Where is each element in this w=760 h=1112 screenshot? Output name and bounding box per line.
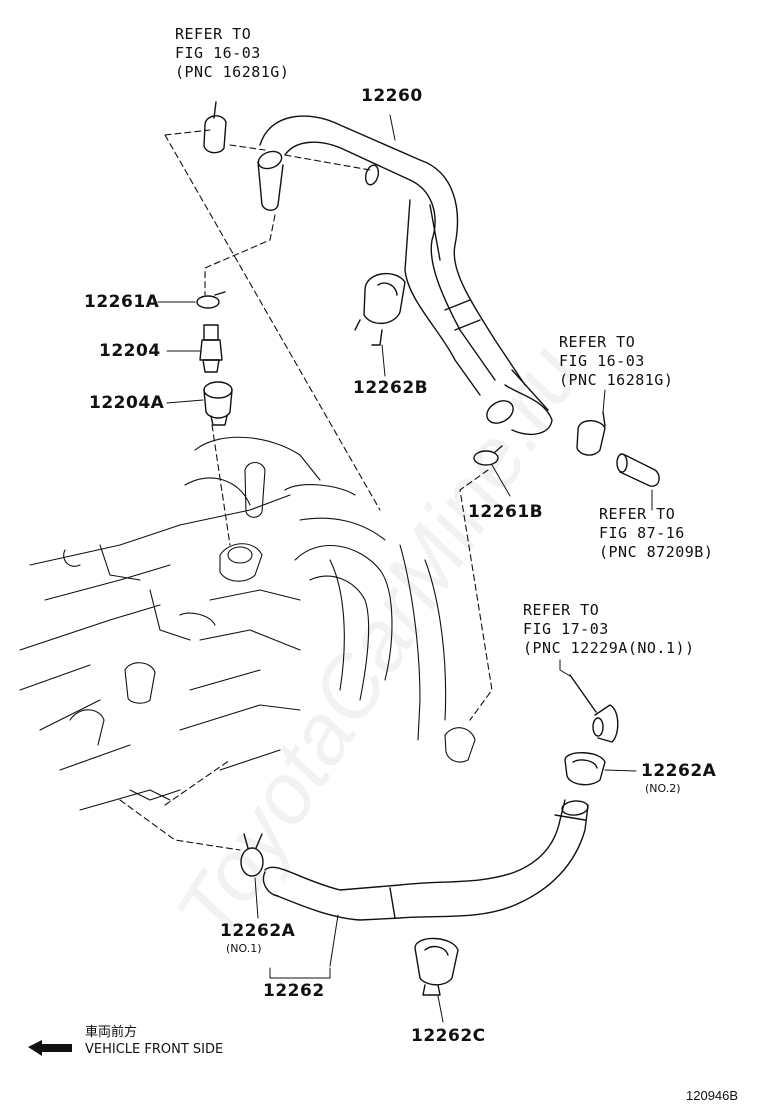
hose-12260 (257, 115, 553, 436)
clip-12262a-no2 (564, 752, 606, 786)
part-label-12262a-no2[interactable]: 12262A (641, 761, 717, 781)
engine-block (19, 436, 476, 811)
part-label-12262c[interactable]: 12262C (411, 1026, 486, 1046)
part-label-12262[interactable]: 12262 (263, 981, 325, 1001)
ref-fig-17-03-line3: (PNC 12229A(NO.1)) (523, 639, 695, 657)
ref-fig-16-03-right-line2: FIG 16-03 (559, 352, 645, 370)
leader-lines (157, 114, 653, 1023)
pcv-valve-12204 (199, 324, 223, 373)
clip-12261b (473, 445, 503, 466)
vehicle-front-en: VEHICLE FRONT SIDE (85, 1042, 224, 1057)
clip-12261a (196, 291, 226, 309)
part-label-12262b[interactable]: 12262B (353, 378, 429, 398)
ref-fig-87-16-line2: FIG 87-16 (599, 524, 685, 542)
vehicle-front-jp: 車両前方 (85, 1025, 138, 1040)
phantom-lines (119, 129, 493, 851)
ref-fig-87-16-line1: REFER TO (599, 505, 676, 523)
part-label-12261a[interactable]: 12261A (84, 292, 160, 312)
ref-fig-16-03-right-line1: REFER TO (559, 333, 636, 351)
note-no1: (NO.1) (226, 942, 262, 955)
ref-fig-16-03-top-line3: (PNC 16281G) (175, 63, 290, 81)
hose-12262 (262, 799, 589, 921)
ref-fig-87-16-line3: (PNC 87209B) (599, 543, 714, 561)
ref-fig-16-03-right-line3: (PNC 16281G) (559, 371, 674, 389)
clip-12262b (354, 272, 406, 346)
clip-16281g-upper (203, 101, 227, 154)
grommet-12204a (203, 381, 233, 426)
ref-fig-16-03-top-line2: FIG 16-03 (175, 44, 261, 62)
part-label-12260[interactable]: 12260 (361, 86, 423, 106)
figure-number: 120946B (686, 1088, 739, 1103)
pipe-stubs-right (569, 411, 660, 743)
ref-fig-16-03-top-line1: REFER TO (175, 25, 252, 43)
front-arrow-icon (28, 1040, 72, 1056)
clip-12262a-no1 (240, 833, 264, 877)
note-no2: (NO.2) (645, 782, 681, 795)
part-label-12261b[interactable]: 12261B (468, 502, 544, 522)
ref-fig-17-03-line2: FIG 17-03 (523, 620, 609, 638)
clip-12262c (414, 937, 459, 996)
part-label-12204a[interactable]: 12204A (89, 393, 165, 413)
part-label-12204[interactable]: 12204 (99, 341, 161, 361)
part-label-12262a-no1[interactable]: 12262A (220, 921, 296, 941)
ref-fig-17-03-line1: REFER TO (523, 601, 600, 619)
